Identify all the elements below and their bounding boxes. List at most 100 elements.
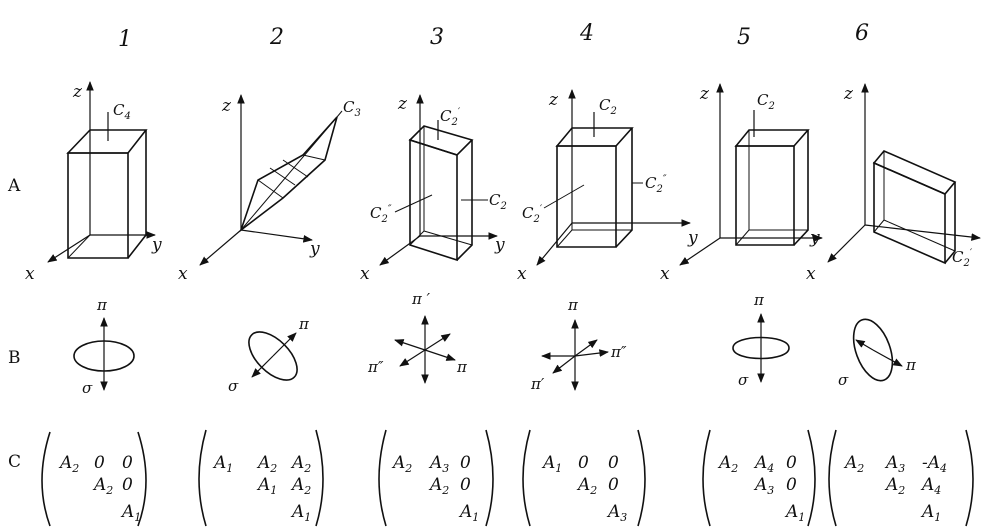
matrix-cell: A1 — [256, 475, 277, 497]
column-number-3: 3 — [430, 25, 444, 50]
pol-label-top-3: π ′ — [411, 290, 431, 308]
matrix-cell: A2 — [290, 453, 311, 475]
axis-z-5: z — [699, 84, 710, 104]
row-label-a: A — [7, 176, 21, 196]
matrix-cell: A1 — [458, 502, 479, 524]
crystal-6 — [827, 83, 981, 265]
axis-x-1: x — [25, 264, 35, 284]
pol-label-top-4: π — [567, 296, 579, 314]
matrix-cell: A1 — [920, 502, 941, 524]
row-label-c: C — [8, 452, 21, 472]
column-number-5: 5 — [737, 25, 751, 50]
axis-x-3: x — [360, 264, 370, 284]
matrix-cell: A2 — [884, 475, 905, 497]
column-number-2: 2 — [269, 25, 284, 50]
axis-x-5: x — [660, 264, 670, 284]
matrix-2 — [198, 429, 324, 527]
axis-x-2: x — [178, 264, 188, 284]
row-label-b: B — [8, 348, 21, 368]
matrix-cell: A3 — [428, 453, 449, 475]
matrix-cell: A2 — [428, 475, 449, 497]
symmetry-axis-label-3a: C2′ — [440, 107, 461, 128]
matrix-4 — [522, 429, 646, 527]
matrix-cell: A2 — [843, 453, 864, 475]
symmetry-axis-label-3b: C2 — [489, 191, 507, 212]
matrix-cell: A3 — [753, 475, 774, 497]
column-number-4: 4 — [579, 21, 594, 46]
pol-label-left-4: π′ — [530, 375, 545, 393]
crystal-3 — [379, 94, 498, 266]
matrix-cell: A1 — [784, 502, 805, 524]
matrix-3 — [378, 429, 494, 527]
matrix-cell: A2 — [576, 475, 597, 497]
symmetry-axis-label-6: C2′ — [952, 248, 973, 269]
pol-label-top-1: π — [96, 296, 108, 314]
matrix-cell: A1 — [120, 502, 141, 524]
matrix-cell: 0 — [122, 475, 133, 495]
axis-z-1: z — [72, 82, 83, 102]
axis-y-3: y — [494, 235, 505, 255]
column-number-6: 6 — [855, 21, 869, 46]
crystal-5 — [679, 83, 823, 266]
matrix-cell: 0 — [786, 453, 797, 473]
polarization-4 — [541, 319, 609, 391]
pol-label-left-6: σ — [838, 371, 849, 389]
polarization-5 — [732, 313, 790, 383]
symmetry-axis-label-3c: C2″ — [370, 204, 392, 225]
axis-z-6: z — [843, 84, 854, 104]
matrix-cell: 0 — [460, 475, 471, 495]
axis-x-6: x — [806, 264, 816, 284]
matrix-cell: A2 — [58, 453, 79, 475]
pol-label-bottom-1: σ — [82, 379, 93, 397]
matrix-cell: A2 — [290, 475, 311, 497]
polarization-1 — [73, 317, 135, 391]
matrix-cell: A1 — [290, 502, 311, 524]
matrix-cell: A2 — [391, 453, 412, 475]
axis-x-4: x — [517, 264, 527, 284]
crystal-4 — [536, 89, 691, 266]
matrix-cell: A4 — [753, 453, 774, 475]
symmetry-axis-label-4c: C2′ — [522, 204, 543, 225]
matrix-1 — [41, 431, 147, 527]
axis-z-4: z — [548, 90, 559, 110]
matrix-6 — [828, 429, 974, 527]
matrix-5 — [702, 429, 816, 527]
matrix-cell: A1 — [541, 453, 562, 475]
matrix-cell: 0 — [608, 453, 619, 473]
pol-label-right-6: π — [905, 356, 917, 374]
matrix-cell: A2 — [717, 453, 738, 475]
matrix-cell: 0 — [94, 453, 105, 473]
symmetry-axis-label-2: C3 — [343, 98, 361, 119]
axis-y-1: y — [151, 235, 162, 255]
matrix-cell: A1 — [212, 453, 233, 475]
matrix-cell: 0 — [578, 453, 589, 473]
matrix-cell: 0 — [460, 453, 471, 473]
crystal-2 — [199, 94, 343, 266]
matrix-cell: 0 — [786, 475, 797, 495]
column-number-1: 1 — [118, 27, 132, 52]
matrix-cell: A2 — [256, 453, 277, 475]
axis-y-2: y — [309, 239, 320, 259]
symmetry-axis-label-4a: C2 — [599, 96, 617, 117]
axis-z-3: z — [397, 94, 408, 114]
axis-y-4: y — [687, 228, 698, 248]
polarization-2 — [248, 331, 298, 381]
symmetry-axis-label-1: C4 — [113, 101, 131, 122]
pol-label-right-3: π — [456, 358, 468, 376]
pol-label-right-4: π″ — [610, 343, 627, 361]
crystal-1 — [47, 81, 156, 263]
pol-label-left-3: π″ — [367, 358, 384, 376]
polarization-6 — [852, 318, 903, 382]
matrix-cell: A3 — [606, 502, 627, 524]
matrix-cell: 0 — [122, 453, 133, 473]
pol-label-top-2: π — [298, 315, 310, 333]
matrix-cell: A3 — [884, 453, 905, 475]
matrix-cell: -A4 — [922, 453, 947, 475]
axis-z-2: z — [221, 96, 232, 116]
pol-label-bottom-2: σ — [228, 377, 239, 395]
pol-label-bottom-5: σ — [738, 371, 749, 389]
polarization-3 — [394, 315, 456, 384]
matrix-cell: A2 — [92, 475, 113, 497]
